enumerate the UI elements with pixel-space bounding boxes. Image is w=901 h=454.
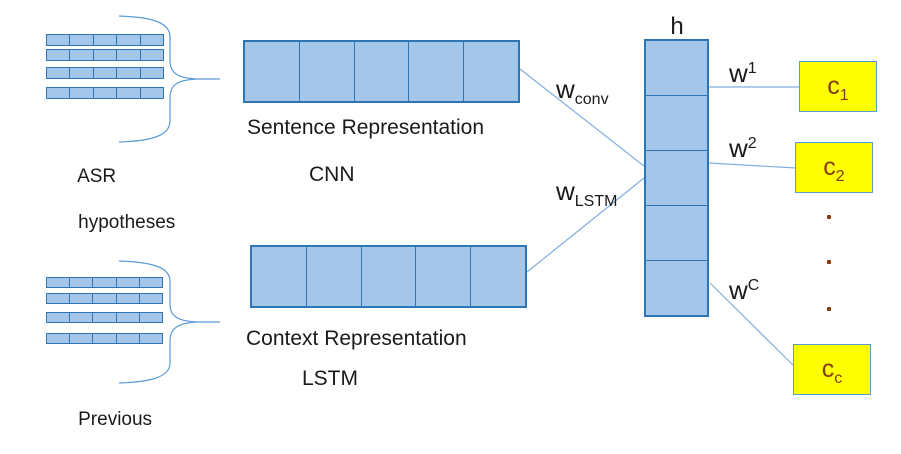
asr-hypothesis-bar <box>46 87 164 99</box>
vector-cell <box>93 294 117 303</box>
vector-cell <box>646 261 707 315</box>
vector-cell <box>70 68 94 78</box>
vector-cell <box>94 88 118 98</box>
ellipsis-dot <box>827 307 831 311</box>
hidden-vector-h <box>644 39 709 317</box>
class-c1-label: c1 <box>827 72 849 104</box>
vector-cell <box>409 42 465 101</box>
ellipsis-dot <box>827 260 831 264</box>
vector-cell <box>355 42 410 101</box>
vector-cell <box>141 88 163 98</box>
vector-cell <box>140 313 162 322</box>
weight-w1-label: w1 <box>729 58 757 88</box>
context-representation-vector <box>250 245 527 308</box>
previous-system-actions-label: Previous System actions <box>78 409 153 430</box>
system-action-bar <box>46 293 163 304</box>
asr-hypothesis-bar <box>46 67 164 79</box>
asr-hypothesis-bar <box>46 49 164 61</box>
vector-cell <box>117 88 141 98</box>
weight-conv-label: wconv <box>556 74 609 109</box>
vector-cell <box>94 50 118 60</box>
system-action-bar <box>46 333 163 344</box>
weight-lstm-label: wLSTM <box>556 176 618 211</box>
class-box-c1: c1 <box>799 61 877 112</box>
asr-hypothesis-bar <box>46 34 164 46</box>
vector-cell <box>117 35 141 45</box>
vector-cell <box>646 96 707 151</box>
weight-wC-label: wC <box>729 275 760 305</box>
vector-cell <box>70 88 94 98</box>
vector-cell <box>70 294 94 303</box>
ellipsis-dot <box>827 215 831 219</box>
vector-cell <box>117 294 140 303</box>
vector-cell <box>141 68 163 78</box>
vector-cell <box>300 42 355 101</box>
class-cC-label: cc <box>821 355 843 387</box>
vector-cell <box>94 68 118 78</box>
vector-cell <box>70 278 94 287</box>
vector-cell <box>47 50 71 60</box>
vector-cell <box>47 294 71 303</box>
system-action-bar <box>46 312 163 323</box>
context-representation-label: Context Representation <box>246 327 467 350</box>
vector-cell <box>252 247 307 306</box>
vector-cell <box>117 334 140 343</box>
vector-cell <box>47 68 71 78</box>
vector-cell <box>471 247 525 306</box>
vector-cell <box>70 35 94 45</box>
cnn-label: CNN <box>309 163 355 186</box>
wC-edge <box>709 282 794 366</box>
vector-cell <box>245 42 300 101</box>
lstm-label: LSTM <box>302 367 359 390</box>
vector-cell <box>362 247 417 306</box>
vector-cell <box>141 35 163 45</box>
hidden-vector-label: h <box>670 13 684 40</box>
vector-cell <box>93 334 117 343</box>
vector-cell <box>117 50 141 60</box>
vector-cell <box>646 151 707 206</box>
vector-cell <box>93 313 117 322</box>
vector-cell <box>416 247 472 306</box>
vector-cell <box>117 278 140 287</box>
vector-cell <box>140 278 162 287</box>
vector-cell <box>94 35 118 45</box>
vector-cell <box>646 41 707 96</box>
vector-cell <box>117 313 140 322</box>
vector-cell <box>47 88 71 98</box>
actions-brace <box>118 260 220 384</box>
weight-w2-label: w2 <box>729 133 757 163</box>
vector-cell <box>47 334 71 343</box>
vector-cell <box>47 35 71 45</box>
vector-cell <box>140 334 162 343</box>
wlstm-edge <box>526 177 645 273</box>
vector-cell <box>140 294 162 303</box>
vector-cell <box>47 278 71 287</box>
vector-cell <box>646 206 707 261</box>
vector-cell <box>47 313 71 322</box>
vector-cell <box>93 278 117 287</box>
vector-cell <box>307 247 362 306</box>
system-action-bar <box>46 277 163 288</box>
asr-brace <box>118 15 220 143</box>
vector-cell <box>464 42 518 101</box>
vector-cell <box>70 50 94 60</box>
wconv-edge <box>519 68 645 167</box>
sentence-representation-label: Sentence Representation <box>247 116 484 139</box>
asr-hypotheses-label: ASR hypotheses <box>77 166 176 233</box>
w2-edge <box>708 162 797 169</box>
sentence-representation-vector <box>243 40 520 103</box>
vector-cell <box>117 68 141 78</box>
class-box-c2: c2 <box>795 142 873 193</box>
class-c2-label: c2 <box>823 153 845 185</box>
vector-cell <box>70 313 94 322</box>
vector-cell <box>70 334 94 343</box>
vector-cell <box>141 50 163 60</box>
class-box-cC: cc <box>793 344 871 395</box>
